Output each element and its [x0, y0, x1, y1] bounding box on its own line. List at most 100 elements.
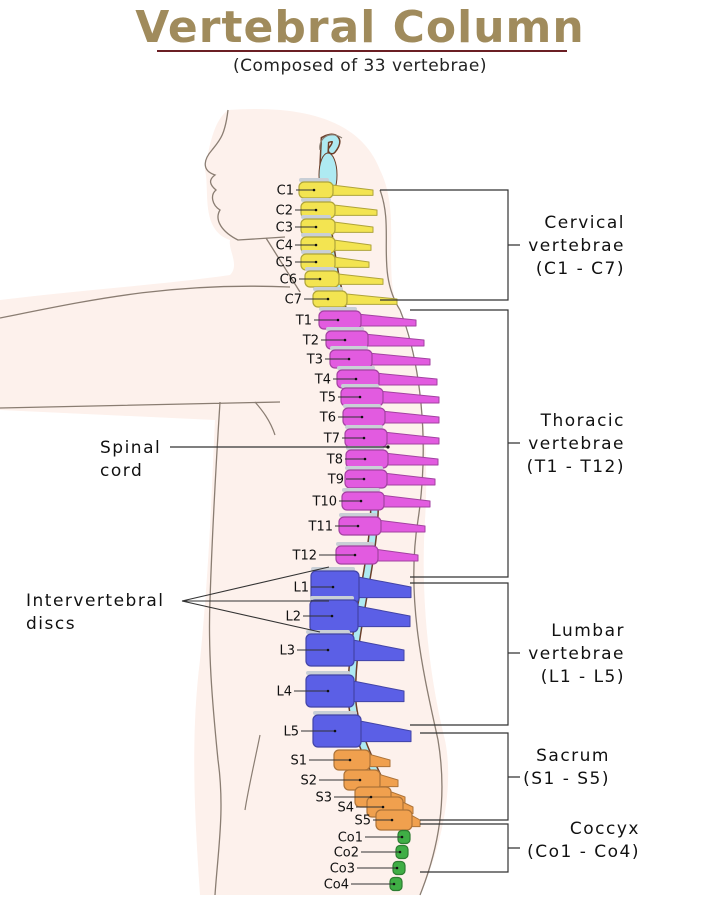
vertebra-leader-dot	[353, 553, 357, 557]
vertebra-label-l1: L1	[293, 581, 309, 596]
vertebra-label-t9: T9	[327, 473, 344, 488]
intervertebral-disc	[339, 513, 377, 517]
vertebra-label-t4: T4	[314, 373, 331, 388]
discs-leader-1	[181, 566, 330, 602]
page-subtitle: (Composed of 33 vertebrae)	[233, 56, 487, 76]
vertebra-leader-dot	[314, 243, 318, 247]
vertebra-leader-dot	[359, 499, 363, 503]
back-outline	[379, 189, 443, 896]
vertebra-leader-dot	[314, 208, 318, 212]
cervical-label-line2: vertebrae	[528, 236, 625, 256]
vertebra-leader-dot	[314, 260, 318, 264]
vertebra-label-c6: C6	[280, 273, 297, 288]
vertebra-label-l4: L4	[276, 685, 292, 700]
region-brackets	[380, 189, 520, 873]
vertebra-leader-dot	[358, 778, 362, 782]
shoulder-outline	[0, 285, 291, 319]
vertebra-leader-dot	[336, 318, 340, 322]
intervertebral-disc	[319, 307, 357, 311]
vertebra-leader-dot	[348, 758, 352, 762]
intervertebral-disc	[313, 287, 343, 291]
discs-leader-3	[181, 600, 321, 633]
thoracic-label-line2: vertebrae	[528, 434, 625, 454]
cervical-label-name: Cervical	[544, 213, 625, 233]
intervertebral-disc	[313, 711, 357, 715]
hip-crease	[244, 734, 261, 811]
vertebra-label-c2: C2	[276, 204, 293, 219]
cervical-bracket	[380, 189, 520, 301]
intervertebral-disc	[301, 250, 331, 254]
sacrum-vertebrae	[333, 749, 421, 831]
discs-label-line1: Intervertebral	[26, 591, 164, 611]
vertebra-leader-dot	[343, 338, 347, 342]
intervertebral-disc	[301, 215, 331, 219]
vertebra-leader-dot	[354, 377, 358, 381]
intervertebral-disc	[337, 366, 375, 370]
intervertebral-disc	[299, 178, 329, 182]
vertebra-leader-dot	[360, 415, 364, 419]
intervertebral-disc	[336, 542, 374, 546]
vertebra-leader-dot	[358, 395, 362, 399]
thoracic-label-name: Thoracic	[540, 411, 625, 431]
vertebra-leader-dot	[330, 614, 334, 618]
intervertebral-discs-callout: Intervertebral discs	[26, 566, 330, 634]
intervertebral-disc	[301, 233, 331, 237]
vertebra-label-t2: T2	[302, 334, 319, 349]
intervertebral-disc	[305, 267, 335, 271]
lumbar-vertebrae	[305, 567, 412, 748]
vertebra-leader-dot	[331, 585, 335, 589]
vertebra-leader-dot	[318, 277, 322, 281]
vertebra-label-t7: T7	[323, 432, 340, 447]
skull-base-outline	[319, 134, 343, 151]
vertebra-leader-dot	[312, 188, 316, 192]
lumbar-bracket	[410, 582, 520, 726]
vertebra-label-l2: L2	[285, 610, 301, 625]
intervertebral-disc	[345, 466, 383, 470]
vertebra-leader-dot	[326, 648, 330, 652]
vertebra-leader-dot	[398, 850, 402, 854]
lumbar-label-range: (L1 - L5)	[541, 667, 625, 687]
intervertebral-disc	[310, 596, 354, 600]
intervertebral-disc	[345, 425, 383, 429]
face-outline	[204, 109, 286, 241]
vertebra-label-s4: S4	[337, 801, 354, 816]
intervertebral-disc	[341, 384, 379, 388]
vertebra-label-s3: S3	[315, 791, 332, 806]
spinal-cord-label-line2: cord	[100, 461, 143, 481]
vertebra-label-s2: S2	[300, 774, 317, 789]
intervertebral-disc	[342, 488, 380, 492]
vertebra-leader-dot	[363, 457, 367, 461]
vertebra-leader-dot	[326, 297, 330, 301]
vertebra-label-l3: L3	[279, 644, 295, 659]
vertebra-leader-dot	[362, 477, 366, 481]
coccyx-label-range: (Co1 - Co4)	[527, 842, 640, 862]
vertebra-leader-dot	[395, 866, 399, 870]
lumbar-label-name: Lumbar	[551, 621, 625, 641]
spinal-cord-callout: Spinal cord	[100, 438, 390, 481]
sacrum-bracket	[420, 732, 520, 821]
vertebra-label-s1: S1	[290, 754, 307, 769]
vertebra-label-s5: S5	[354, 814, 371, 829]
vertebra-label-c7: C7	[285, 293, 302, 308]
vertebra-label-c4: C4	[276, 239, 293, 254]
vertebra-leader-dot	[314, 225, 318, 229]
vertebra-label-t8: T8	[326, 453, 343, 468]
title-underline	[157, 50, 567, 52]
vertebra-leader-dot	[390, 818, 394, 822]
vertebra-label-t3: T3	[306, 353, 323, 368]
spinal-cord-leader-dot	[386, 445, 390, 449]
vertebra-label-t12: T12	[292, 549, 317, 564]
intervertebral-disc	[326, 327, 364, 331]
vertebra-label-co1: Co1	[338, 831, 363, 846]
coccyx-label-name: Coccyx	[570, 819, 640, 839]
vertebra-label-t1: T1	[295, 314, 312, 329]
vertebra-leader-dot	[369, 795, 373, 799]
thoracic-bracket	[410, 309, 520, 578]
page-title: Vertebral Column	[135, 2, 585, 53]
vertebra-leader-dot	[333, 729, 337, 733]
sacrum-label-range: (S1 - S5)	[523, 769, 610, 789]
vertebra-leader-dot	[362, 436, 366, 440]
vertebra-label-c5: C5	[276, 256, 293, 271]
